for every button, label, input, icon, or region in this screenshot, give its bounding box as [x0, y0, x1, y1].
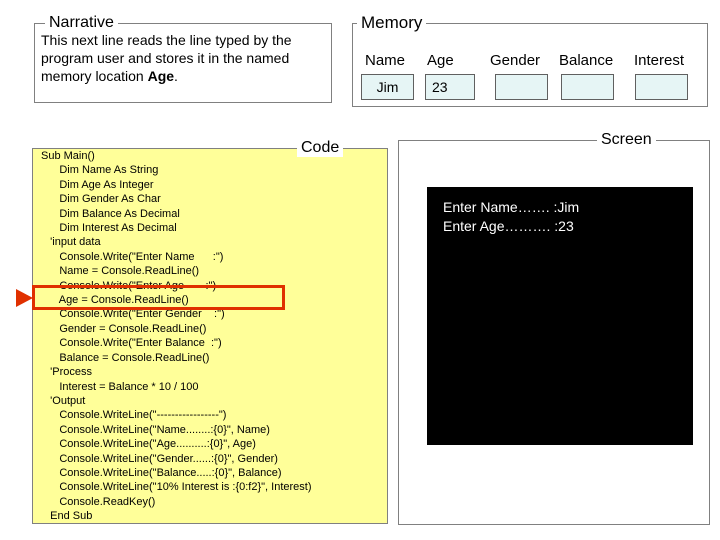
code-line: Balance = Console.ReadLine() — [41, 351, 210, 364]
narrative-text-main: This next line reads the line typed by t… — [41, 32, 292, 84]
current-line-arrow-icon — [16, 289, 33, 307]
code-line: Dim Gender As Char — [41, 193, 161, 206]
narrative-title: Narrative — [45, 14, 118, 32]
code-line: Age = Console.ReadLine() — [41, 294, 189, 307]
code-line: Console.ReadKey() — [41, 495, 156, 508]
memory-header-balance: Balance — [559, 52, 614, 69]
memory-title: Memory — [357, 13, 427, 33]
narrative-period: . — [174, 68, 178, 84]
code-line: Dim Name As String — [41, 164, 159, 177]
code-line: Interest = Balance * 10 / 100 — [41, 380, 199, 393]
code-line: 'input data — [41, 236, 101, 249]
code-line: Dim Interest As Decimal — [41, 222, 177, 235]
memory-header-name: Name — [365, 52, 406, 69]
code-line: Gender = Console.ReadLine() — [41, 322, 207, 335]
console-line: Enter Age………. :23 — [443, 218, 574, 234]
code-line: Sub Main() — [41, 150, 95, 162]
code-line: Console.WriteLine("Balance.....:{0}", Ba… — [41, 466, 282, 479]
code-line: End Sub — [41, 510, 93, 523]
console-output: Enter Name……. :Jim Enter Age………. :23 — [427, 187, 693, 445]
code-line: Console.WriteLine("10% Interest is :{0:f… — [41, 481, 312, 494]
code-line: Name = Console.ReadLine() — [41, 265, 200, 278]
memory-cell-age: 23 — [425, 74, 475, 100]
code-line: Console.WriteLine("-----------------") — [41, 409, 227, 422]
code-listing: Sub Main() Dim Name As String Dim Age As… — [41, 149, 312, 524]
code-title: Code — [297, 139, 344, 157]
narrative-emphasis: Age — [147, 68, 175, 84]
memory-panel: Memory Name Age Gender Balance Interest … — [352, 13, 708, 107]
code-line: 'Process — [41, 366, 93, 379]
screen-title: Screen — [597, 131, 656, 149]
code-line: Console.WriteLine("Gender......:{0}", Ge… — [41, 452, 278, 465]
current-line-highlight — [32, 285, 285, 310]
narrative-text: This next line reads the line typed by t… — [41, 31, 325, 85]
code-line: Dim Age As Integer — [41, 178, 154, 191]
console-line: Enter Name……. :Jim — [443, 199, 580, 215]
memory-cell-gender — [495, 74, 548, 100]
code-line: Console.Write("Enter Gender :") — [41, 308, 225, 321]
code-line: Console.WriteLine("Name........:{0}", Na… — [41, 423, 270, 436]
memory-header-interest: Interest — [634, 52, 685, 69]
code-line: 'Output — [41, 394, 86, 407]
memory-cell-balance — [561, 74, 614, 100]
memory-cell-interest — [635, 74, 688, 100]
code-line: Console.Write("Enter Name :") — [41, 250, 224, 263]
code-line: Console.WriteLine("Age..........:{0}", A… — [41, 438, 256, 451]
code-line: Console.Write("Enter Balance :") — [41, 337, 222, 350]
memory-cell-name: Jim — [361, 74, 414, 100]
screen-panel: Screen Enter Name……. :Jim Enter Age………. … — [398, 131, 710, 525]
code-panel: Code Sub Main() Dim Name As String Dim A… — [32, 139, 388, 524]
memory-header-gender: Gender — [490, 52, 541, 69]
memory-header-age: Age — [427, 52, 454, 69]
code-line: Dim Balance As Decimal — [41, 207, 180, 220]
narrative-panel: Narrative This next line reads the line … — [34, 14, 332, 103]
